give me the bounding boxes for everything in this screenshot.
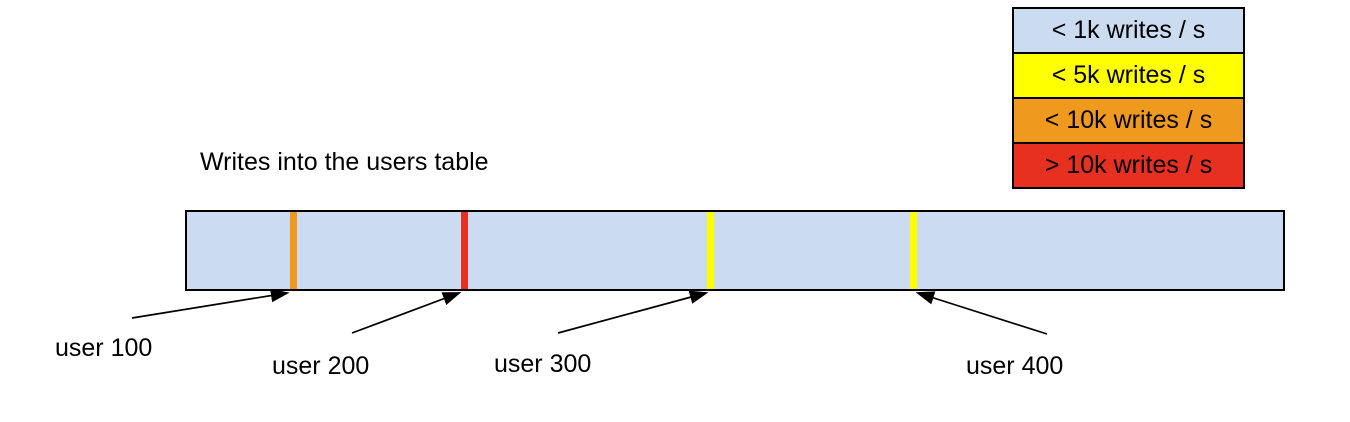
legend-item-lt-5k-label: < 5k writes / s bbox=[1051, 61, 1206, 89]
stripe-user-400 bbox=[910, 212, 917, 289]
legend: < 1k writes / s < 5k writes / s < 10k wr… bbox=[1012, 7, 1245, 189]
arrow-user-100 bbox=[131, 288, 290, 319]
legend-item-lt-1k: < 1k writes / s bbox=[1012, 7, 1245, 54]
users-table-bar bbox=[185, 210, 1285, 291]
arrow-user-200 bbox=[351, 292, 462, 334]
legend-item-gt-10k: > 10k writes / s bbox=[1012, 142, 1245, 189]
label-user-400: user 400 bbox=[966, 352, 1064, 380]
label-user-300: user 300 bbox=[494, 350, 592, 378]
legend-item-lt-1k-label: < 1k writes / s bbox=[1051, 16, 1206, 44]
stripe-user-200 bbox=[461, 212, 468, 289]
stripe-user-100 bbox=[290, 212, 297, 289]
legend-item-gt-10k-label: > 10k writes / s bbox=[1044, 151, 1213, 179]
label-user-100: user 100 bbox=[55, 334, 153, 362]
legend-item-lt-10k: < 10k writes / s bbox=[1012, 97, 1245, 144]
arrow-user-300 bbox=[557, 290, 709, 334]
legend-item-lt-10k-label: < 10k writes / s bbox=[1044, 106, 1213, 134]
arrow-user-400 bbox=[915, 291, 1048, 335]
stripe-user-300 bbox=[707, 212, 714, 289]
label-user-200: user 200 bbox=[272, 352, 370, 380]
diagram-title: Writes into the users table bbox=[200, 148, 489, 176]
